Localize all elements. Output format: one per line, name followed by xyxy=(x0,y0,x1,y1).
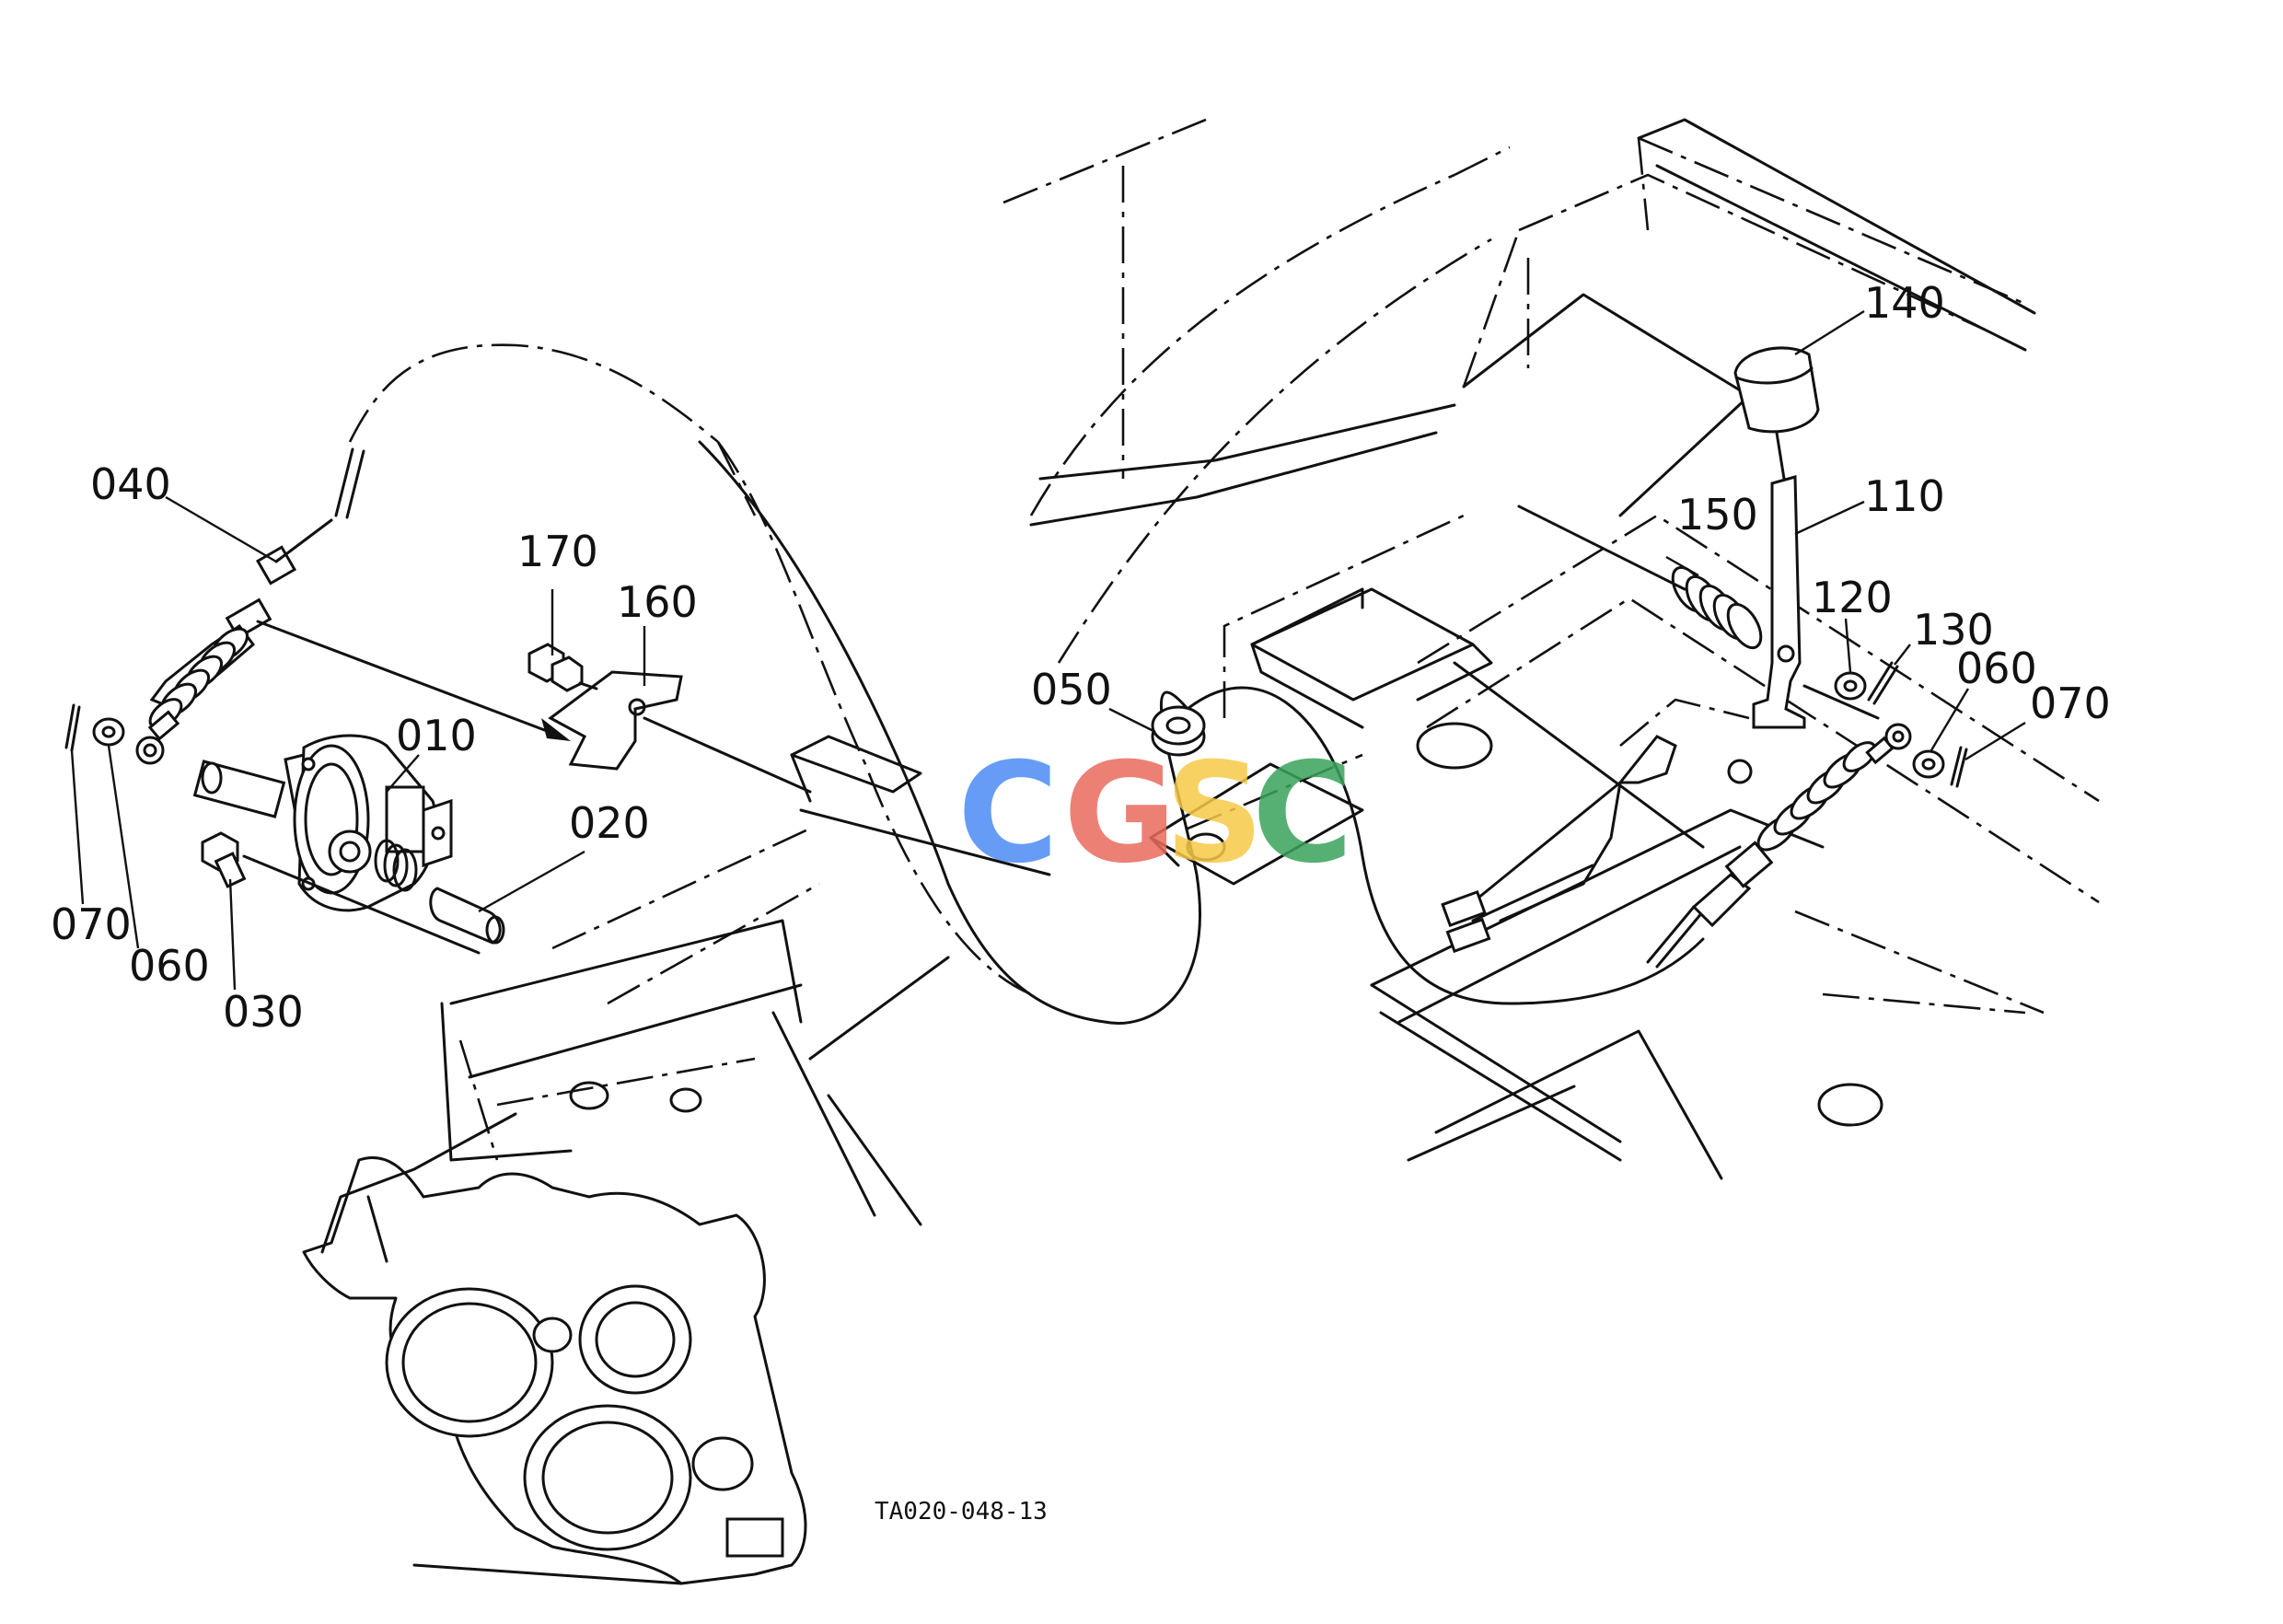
callout-010: 010 xyxy=(396,711,477,760)
cable-boot-bellows-right xyxy=(1756,741,1877,852)
washer-060-left xyxy=(92,717,125,747)
pin-130 xyxy=(1867,661,1899,705)
callout-150: 150 xyxy=(1677,490,1758,539)
cable-route-right xyxy=(1186,686,1705,1005)
callout-070-right: 070 xyxy=(2030,679,2111,728)
spring-coil xyxy=(374,839,418,892)
knob-140 xyxy=(1733,346,1820,481)
bolt-030 xyxy=(201,831,247,888)
watermark-logo: C G S C xyxy=(957,734,1353,894)
watermark-letter: G xyxy=(1063,734,1176,894)
drawing-code: TA020-048-13 xyxy=(875,1498,1048,1525)
callout-110: 110 xyxy=(1864,471,1945,521)
grommet-050 xyxy=(1151,705,1206,757)
callout-130: 130 xyxy=(1913,605,1994,655)
callout-070-left: 070 xyxy=(51,899,132,949)
watermark-letter: C xyxy=(957,734,1059,894)
callout-170: 170 xyxy=(517,527,598,576)
pin-070-right xyxy=(1950,746,1968,788)
frame-outline-left xyxy=(320,343,1051,1254)
watermark-letter: C xyxy=(1252,734,1353,894)
bolt-170 xyxy=(527,643,598,692)
callout-030: 030 xyxy=(223,987,304,1037)
washer-120 xyxy=(1834,671,1867,701)
pin-020 xyxy=(429,887,505,945)
lever-110 xyxy=(1752,475,1880,729)
cable-assembly-040 xyxy=(135,447,571,765)
pin-070-left xyxy=(64,703,81,752)
washer-060-right xyxy=(1912,749,1945,779)
actuator-010 xyxy=(192,734,481,955)
watermark-letter: S xyxy=(1165,734,1264,894)
callout-040: 040 xyxy=(90,459,171,509)
callout-160: 160 xyxy=(617,577,698,627)
callout-020: 020 xyxy=(569,798,650,848)
leader-lines xyxy=(70,309,2026,991)
callout-060-right: 060 xyxy=(1956,644,2037,693)
transmission-housing xyxy=(302,1155,807,1585)
spring-150 xyxy=(1517,505,1763,650)
platform-outline xyxy=(1002,118,2100,1180)
callout-120: 120 xyxy=(1812,573,1893,622)
bracket-160 xyxy=(548,670,812,794)
guide-curve-center xyxy=(698,440,1201,1025)
callout-140: 140 xyxy=(1864,278,1945,328)
callout-060-left: 060 xyxy=(129,941,210,991)
callout-labels: 040 170 160 010 020 070 060 030 050 140 … xyxy=(51,278,2111,1037)
callout-050: 050 xyxy=(1031,665,1112,714)
linkage-rods xyxy=(1441,735,1753,954)
cable-assembly-right xyxy=(1453,661,1912,969)
